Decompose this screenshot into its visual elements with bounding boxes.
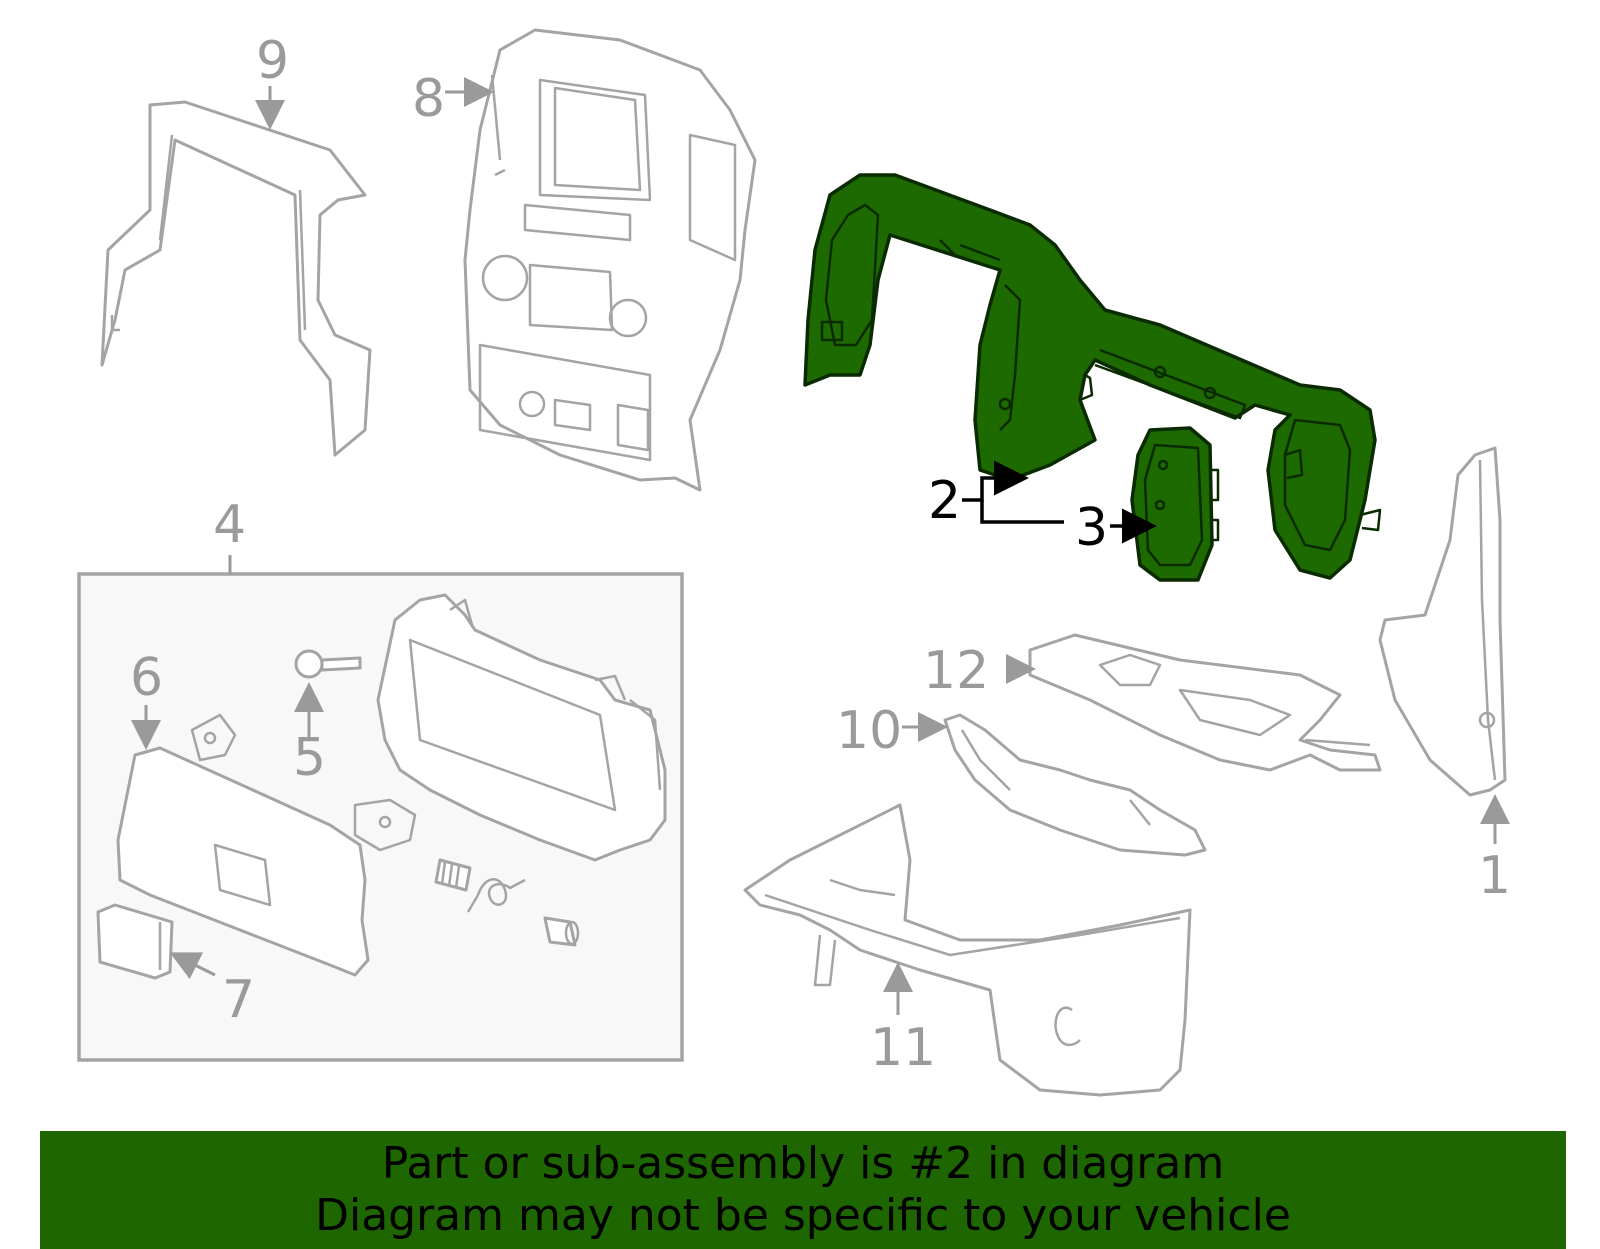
part-3-switch-bezel-highlighted bbox=[1130, 426, 1220, 582]
banner-line-part-number: Part or sub-assembly is #2 in diagram bbox=[381, 1138, 1225, 1189]
part-1-end-trim bbox=[1378, 446, 1507, 797]
callout-10: 10 bbox=[836, 701, 902, 761]
leader-lines bbox=[131, 77, 1510, 1015]
callout-3: 3 bbox=[1075, 498, 1108, 558]
callout-1: 1 bbox=[1478, 846, 1511, 906]
callout-8: 8 bbox=[412, 69, 445, 129]
part-9-trim-panel bbox=[100, 100, 372, 457]
callout-2: 2 bbox=[928, 471, 961, 531]
callout-12: 12 bbox=[923, 641, 989, 701]
part-6-glove-box-door bbox=[116, 713, 417, 977]
callout-5: 5 bbox=[293, 728, 326, 788]
callout-9: 9 bbox=[256, 31, 289, 91]
springs-and-damper bbox=[434, 858, 580, 947]
callout-6: 6 bbox=[130, 648, 163, 708]
part-11-lower-panel bbox=[743, 803, 1192, 1097]
callout-4: 4 bbox=[213, 495, 246, 555]
info-banner: Part or sub-assembly is #2 in diagram Di… bbox=[40, 1131, 1566, 1249]
part-10-lower-trim bbox=[943, 713, 1207, 857]
part-8-center-bezel bbox=[463, 28, 757, 492]
part-2-dash-bezel-highlighted bbox=[803, 173, 1382, 580]
callout-7: 7 bbox=[222, 970, 255, 1030]
part-12-bracket bbox=[1028, 633, 1382, 772]
banner-line-disclaimer: Diagram may not be specific to your vehi… bbox=[315, 1190, 1291, 1241]
part-5-fastener bbox=[294, 649, 362, 679]
callout-11: 11 bbox=[870, 1018, 936, 1078]
glove-box-housing bbox=[376, 593, 667, 862]
